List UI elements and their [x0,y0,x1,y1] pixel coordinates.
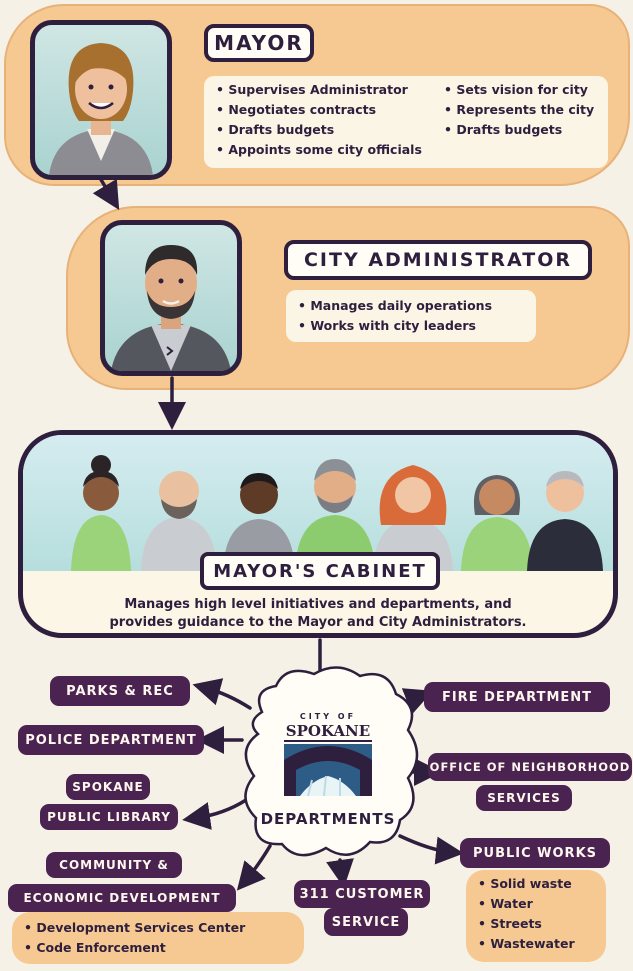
arrow-mayor-to-administrator [92,176,120,211]
mayor-duty: Supervises Administrator [216,80,422,100]
mayor-duty: Negotiates contracts [216,100,422,120]
administrator-duties: Manages daily operations Works with city… [286,290,536,342]
spokane-logo-name: SPOKANE [284,722,372,742]
mayor-title: MAYOR [204,24,314,62]
dept-library-line2: PUBLIC LIBRARY [40,804,178,830]
administrator-portrait [100,220,242,376]
administrator-duty: Manages daily operations [298,296,524,316]
administrator-duty: Works with city leaders [298,316,524,336]
dept-police: POLICE DEPARTMENT [18,725,204,755]
dept-fire: FIRE DEPARTMENT [424,682,610,712]
mayor-duty: Drafts budgets [216,120,422,140]
dept-parks-rec: PARKS & REC [50,676,190,706]
spokane-logo-top: CITY OF [299,712,357,721]
mayor-portrait [30,20,172,180]
dept-library-line1: SPOKANE [66,774,150,800]
dept-public-works-item: Water [478,894,594,914]
dept-community-item: Development Services Center [24,918,292,938]
dept-public-works-item: Wastewater [478,934,594,954]
mayor-duty: Appoints some city officials [216,140,422,160]
dept-community-line2: ECONOMIC DEVELOPMENT [8,884,236,912]
mayor-duty: Represents the city [444,100,594,120]
dept-public-works-item: Streets [478,914,594,934]
dept-public-works-item: Solid waste [478,874,594,894]
dept-customer-line1: 311 CUSTOMER [294,880,430,908]
cabinet-title: MAYOR'S CABINET [200,552,440,590]
dept-neighborhood-line1: OFFICE OF NEIGHBORHOOD [428,753,632,781]
cabinet-description-line: Manages high level initiatives and depar… [124,597,512,612]
dept-public-works-items: Solid waste Water Streets Wastewater [466,870,606,962]
mayor-duty: Sets vision for city [444,80,594,100]
cabinet-description-line: provides guidance to the Mayor and City … [109,615,527,630]
dept-community-items: Development Services Center Code Enforce… [12,912,304,964]
departments-label: DEPARTMENTS [260,810,396,828]
mayor-duties: Supervises Administrator Negotiates cont… [204,76,608,168]
cabinet-members-illustration [71,455,603,571]
administrator-title: CITY ADMINISTRATOR [284,240,592,280]
cabinet-description: Manages high level initiatives and depar… [30,596,606,632]
dept-customer-line2: SERVICE [324,908,408,936]
dept-public-works: PUBLIC WORKS [460,838,610,868]
dept-neighborhood-line2: SERVICES [476,785,572,811]
cabinet-panel [18,430,618,638]
dept-community-item: Code Enforcement [24,938,292,958]
mayor-duty: Drafts budgets [444,120,594,140]
dept-community-line1: COMMUNITY & [46,852,182,878]
